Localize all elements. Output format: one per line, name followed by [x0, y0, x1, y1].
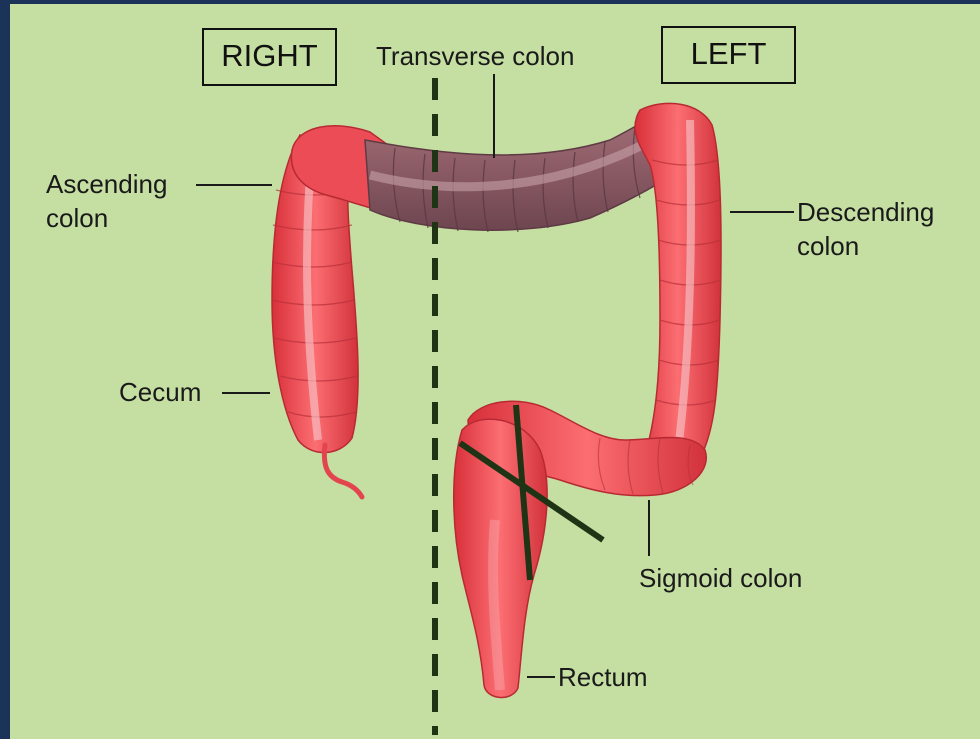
transverse-colon-label: Transverse colon — [376, 39, 574, 73]
sigmoid-colon-label: Sigmoid colon — [639, 561, 802, 595]
ascending-colon-label-line2: colon — [46, 201, 108, 235]
right-side-label: RIGHT — [202, 28, 337, 86]
left-side-label: LEFT — [661, 26, 796, 84]
cecum-label: Cecum — [119, 375, 201, 409]
ascending-colon-label-line1: Ascending — [46, 167, 167, 201]
transverse-colon — [365, 112, 680, 230]
descending-colon-label-line2: colon — [797, 229, 859, 263]
rectum-label: Rectum — [558, 660, 648, 694]
descending-colon-label-line1: Descending — [797, 195, 934, 229]
